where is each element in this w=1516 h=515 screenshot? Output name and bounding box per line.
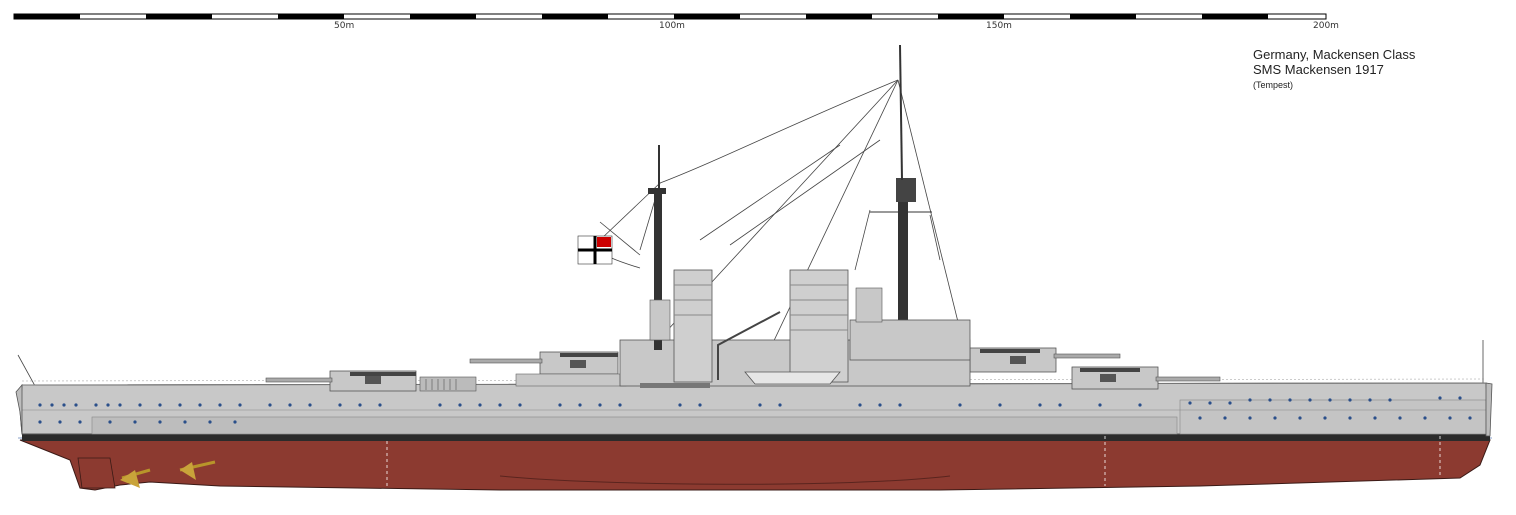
conning-tower [855,287,883,323]
caption-author: (Tempest) [1253,80,1294,90]
aft-deckhouse [419,376,477,392]
scale-label-50m: 50m [334,21,354,31]
forward-belt [1179,399,1487,435]
aft-upper-turret [469,351,627,387]
boot-topping [22,434,1490,441]
aft-funnel [673,269,713,383]
scale-label-100m: 100m [659,21,685,31]
hull-lower [19,439,1491,491]
forward-lower-turret [1071,366,1221,390]
stern [15,383,23,435]
naval-ensign [577,235,613,265]
boat-crane [717,311,781,380]
bilge-keel [499,475,951,485]
forward-funnel [789,269,849,383]
scale-label-150m: 150m [986,21,1012,31]
aft-mast [648,145,671,350]
ships-boat [744,371,841,385]
scale-label-200m: 200m [1313,21,1339,31]
portholes [38,381,1472,424]
bow [1485,382,1493,437]
armor-belt [91,416,1178,435]
drawing-caption: Germany, Mackensen Class SMS Mackensen 1… [1253,47,1415,93]
deck-vent [640,383,710,388]
caption-country-class: Germany, Mackensen Class [1253,47,1416,62]
scale-bar: 50m 100m 150m 200m [13,13,1339,31]
forward-upper-turret [969,347,1121,373]
caption-ship-name: SMS Mackensen 1917 [1253,62,1384,77]
aft-superfiring-turret [265,370,417,392]
bridge [849,319,971,361]
foremast [870,44,932,340]
propeller-shafts [120,460,216,488]
rudder [77,457,116,489]
